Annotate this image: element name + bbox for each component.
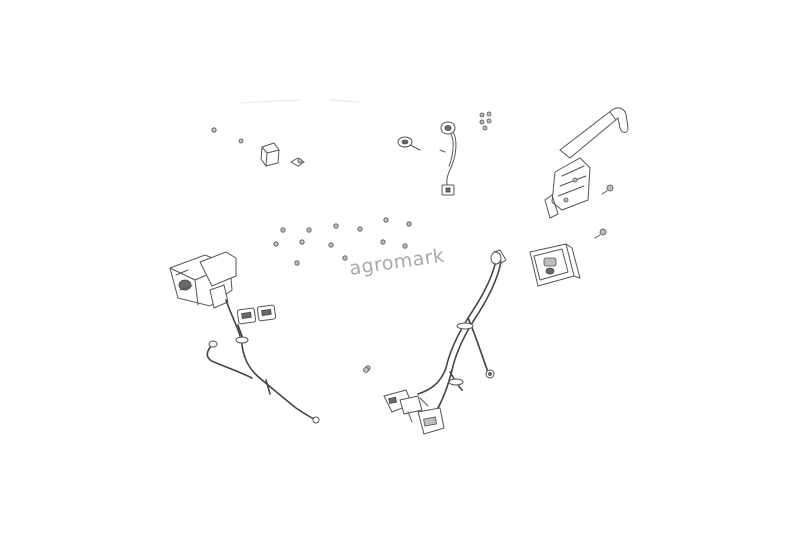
fastener-upper-left-2: [238, 138, 244, 144]
grommet: [397, 136, 421, 151]
connector-cluster-right: [383, 389, 445, 435]
wire-clip: [289, 157, 305, 167]
hardware-grid: [273, 217, 412, 371]
mounting-bracket: [544, 107, 629, 219]
faint-outline-top: [239, 99, 361, 104]
switch-panel: [529, 243, 581, 287]
bolt-bracket-2: [594, 228, 607, 239]
sensor-with-lead: [439, 121, 457, 196]
relay-block: [260, 142, 280, 167]
nut-cluster: [479, 111, 492, 131]
motor-assembly: [169, 251, 237, 309]
bolt-small: [363, 367, 369, 373]
fastener-upper-left-1: [211, 127, 217, 133]
left-wiring-harness: [206, 299, 320, 424]
connector-pair-left: [236, 304, 277, 325]
right-wiring-harness: [417, 249, 507, 427]
bolt-bracket-1: [601, 184, 614, 195]
